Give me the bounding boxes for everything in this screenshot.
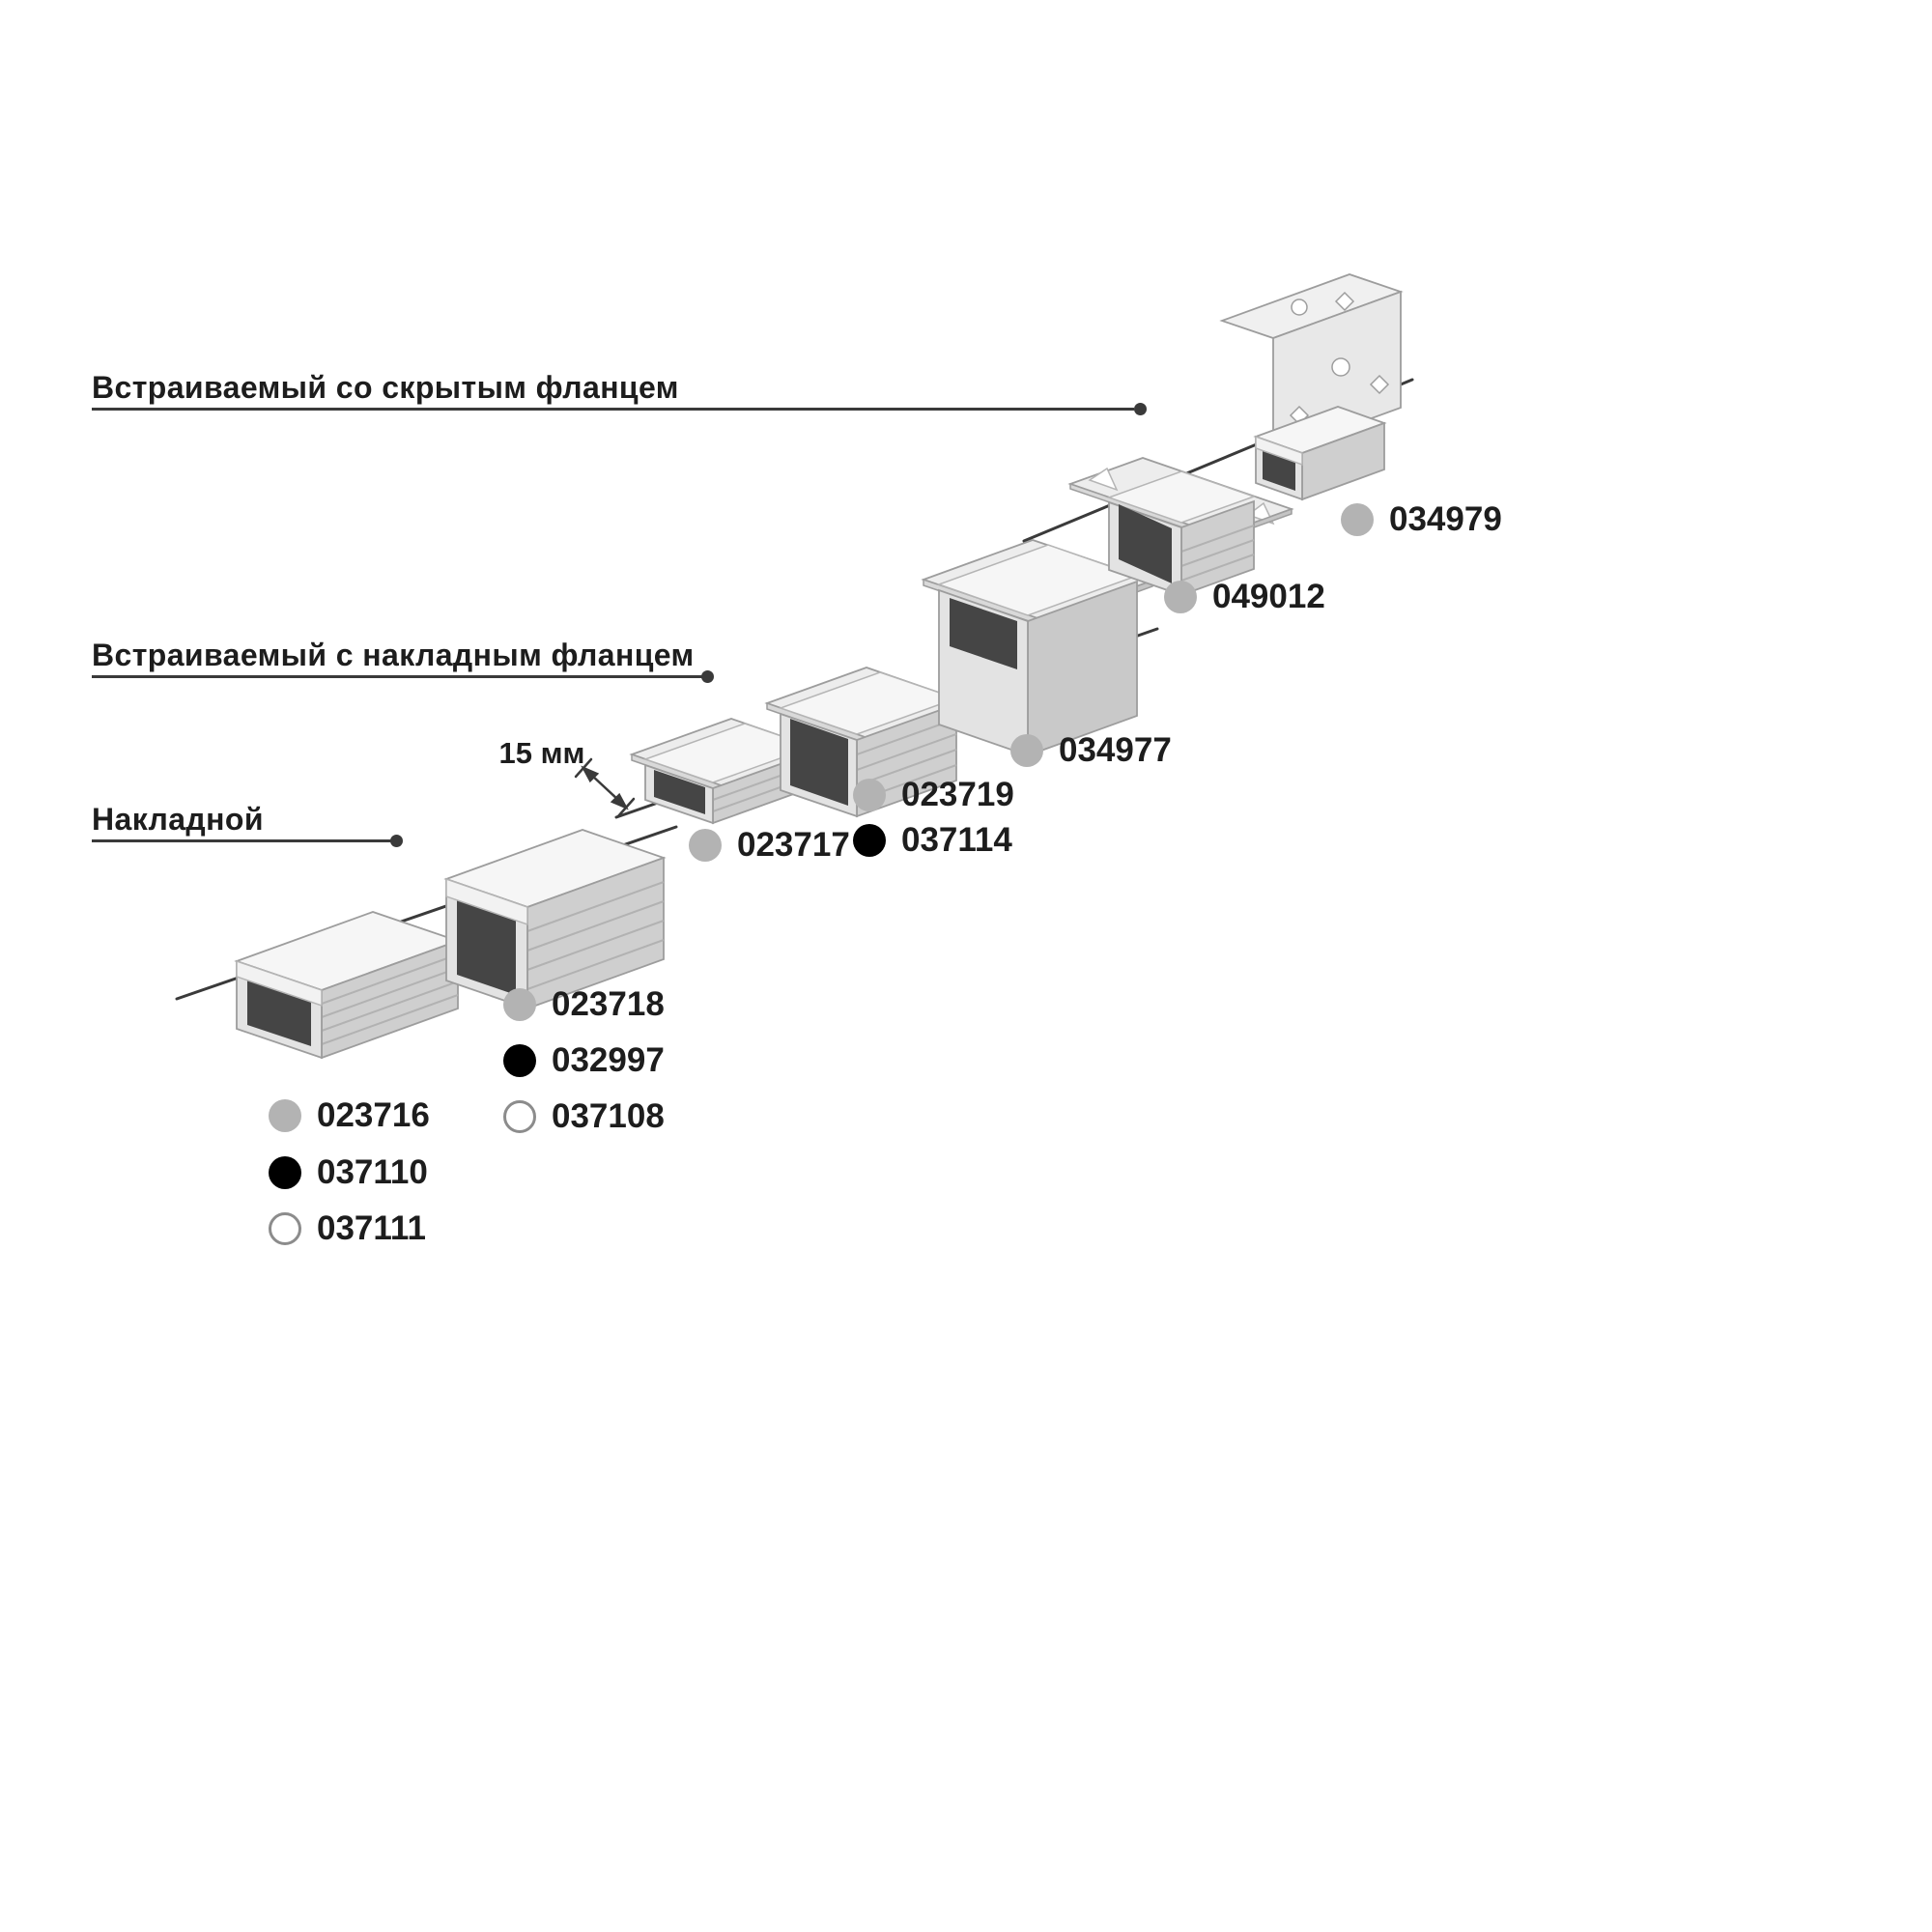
dimension-15mm-arrow — [574, 757, 636, 818]
product-code-item: 034977 — [1010, 730, 1172, 771]
cover-strip — [1106, 470, 1257, 524]
surface-mount-high-profile-illustration — [443, 829, 667, 1010]
cover-edge — [445, 877, 528, 926]
color-dot-gray — [689, 829, 722, 862]
mounting-hole-diamond — [1369, 374, 1390, 395]
color-dot-black — [269, 1156, 301, 1189]
channel-cavity — [1119, 504, 1172, 583]
rib-lines — [526, 881, 665, 990]
product-code-item: 023716 — [269, 1095, 430, 1136]
product-code-text: 023717 — [737, 826, 850, 864]
category-leader-line — [92, 408, 1134, 411]
product-code-text: 037110 — [317, 1153, 428, 1191]
corner-mount-profile-illustration — [1219, 273, 1404, 501]
color-dot-gray — [1164, 581, 1197, 613]
color-dot-gray — [853, 779, 886, 811]
category-leader-dot — [1134, 403, 1147, 415]
product-code-text: 037108 — [552, 1097, 665, 1135]
category-label-surface: Накладной — [92, 802, 264, 837]
cover-edge — [236, 959, 323, 1008]
channel-cavity — [950, 598, 1017, 669]
product-code-item: 023719 — [853, 775, 1014, 815]
color-dot-white — [269, 1212, 301, 1245]
product-code-item: 049012 — [1164, 577, 1325, 617]
color-dot-gray — [503, 988, 536, 1021]
hidden-flange-profile-illustration — [1067, 457, 1294, 597]
color-dot-black — [853, 824, 886, 857]
guide-lines — [175, 378, 1414, 1001]
product-code-item: 037110 — [269, 1152, 428, 1193]
mounting-hole — [1331, 357, 1350, 377]
product-code-text: 023718 — [552, 985, 665, 1023]
product-code-item: 032997 — [503, 1040, 665, 1081]
product-code-item: 023718 — [503, 984, 665, 1025]
category-label-hidden-flange: Встраиваемый со скрытым фланцем — [92, 370, 679, 405]
channel-cavity — [790, 719, 848, 806]
product-code-text: 023719 — [901, 776, 1014, 813]
product-code-text: 023716 — [317, 1096, 430, 1134]
cover-edge — [1255, 435, 1303, 467]
product-code-item: 034979 — [1341, 499, 1502, 540]
product-code-item: 037114 — [853, 820, 1012, 861]
rib-lines — [321, 953, 459, 1045]
surface-mount-wide-profile-illustration — [234, 911, 461, 1060]
recessed-deep-profile-illustration — [921, 539, 1155, 757]
category-label-surface-flange: Встраиваемый с накладным фланцем — [92, 638, 695, 672]
category-leader-dot — [390, 835, 403, 847]
category-leader-line — [92, 839, 396, 842]
rib-lines — [1180, 525, 1255, 582]
color-dot-gray — [1341, 503, 1374, 536]
channel-cavity — [457, 900, 516, 995]
product-code-text: 037114 — [901, 821, 1012, 859]
category-leader-dot — [701, 670, 714, 683]
color-dot-black — [503, 1044, 536, 1077]
category-leader-line — [92, 675, 707, 678]
product-code-text: 034979 — [1389, 500, 1502, 538]
product-code-text: 037111 — [317, 1209, 426, 1247]
product-code-text: 032997 — [552, 1041, 665, 1079]
channel-cavity — [654, 770, 705, 814]
product-code-item: 023717 — [689, 825, 850, 866]
flange-cutout-triangle — [1088, 467, 1119, 492]
product-code-text: 034977 — [1059, 731, 1172, 769]
product-code-item: 037108 — [503, 1096, 665, 1137]
dimension-15mm-label: 15 мм — [498, 736, 585, 770]
product-code-text: 049012 — [1212, 578, 1325, 615]
mounting-hole-diamond — [1334, 291, 1355, 312]
color-dot-gray — [1010, 734, 1043, 767]
color-dot-gray — [269, 1099, 301, 1132]
product-code-item: 037111 — [269, 1208, 426, 1249]
mounting-hole — [1291, 298, 1308, 316]
color-dot-white — [503, 1100, 536, 1133]
